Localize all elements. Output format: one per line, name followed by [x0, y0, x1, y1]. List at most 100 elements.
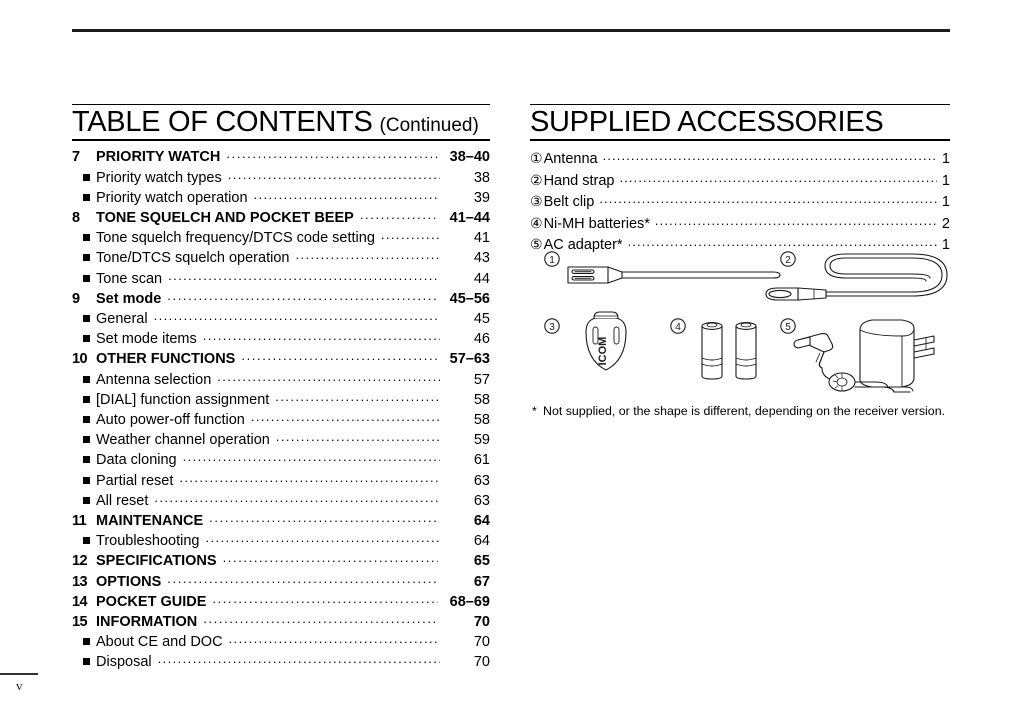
dot-leader: ........................................… — [226, 146, 438, 162]
callout-2-hand-strap: 2 — [780, 251, 796, 267]
toc-subsection-row[interactable]: Disposal................................… — [72, 651, 490, 672]
toc-bullet-cell — [72, 173, 96, 182]
toc-subsection-row[interactable]: About CE and DOC........................… — [72, 631, 490, 652]
toc-bullet-cell — [72, 254, 96, 262]
dot-leader: ........................................… — [217, 368, 440, 384]
hand-strap-figure — [765, 253, 948, 301]
footnote-text: Not supplied, or the shape is different,… — [543, 404, 946, 418]
batteries-figure — [701, 322, 757, 380]
toc-entry-page: 70 — [473, 634, 490, 651]
square-bullet-icon — [83, 638, 90, 646]
toc-entry-page: 70 — [473, 613, 490, 630]
toc-subsection-row[interactable]: Tone/DTCS squelch operation.............… — [72, 247, 490, 268]
square-bullet-icon — [83, 658, 90, 666]
toc-bullet-cell — [72, 537, 96, 545]
dot-leader: ........................................… — [154, 489, 440, 505]
square-bullet-icon — [83, 193, 90, 201]
toc-bullet-cell — [72, 395, 96, 404]
toc-entry-title: OPTIONS — [96, 573, 162, 590]
svg-text:2: 2 — [785, 255, 791, 266]
dot-leader: ........................................… — [602, 148, 937, 164]
toc-subsection-row[interactable]: Tone scan...............................… — [72, 268, 490, 289]
toc-subsection-row[interactable]: Partial reset...........................… — [72, 470, 490, 491]
toc-bullet-cell — [72, 476, 96, 485]
square-bullet-icon — [83, 395, 90, 403]
toc-subsection-row[interactable]: Antenna selection.......................… — [72, 368, 490, 390]
toc-heading: TABLE OF CONTENTS (Continued) — [72, 104, 490, 142]
toc-chapter-number: 15 — [72, 613, 88, 630]
toc-chapter-number: 12 — [72, 553, 88, 570]
dot-leader: ........................................… — [241, 348, 438, 364]
toc-subsection-row[interactable]: [DIAL] function assignment..............… — [72, 388, 490, 410]
toc-subsection-row[interactable]: Data cloning............................… — [72, 449, 490, 470]
toc-entry-page: 67 — [473, 573, 490, 590]
toc-entry-page: 58 — [473, 391, 490, 408]
toc-entry-title: MAINTENANCE — [96, 512, 204, 529]
toc-entry-page: 68–69 — [449, 593, 490, 610]
toc-bullet-cell — [72, 314, 96, 323]
toc-entry-title: INFORMATION — [96, 613, 198, 630]
toc-entry-title: Troubleshooting — [96, 533, 200, 550]
toc-subsection-row[interactable]: Troubleshooting.........................… — [72, 530, 490, 551]
toc-subsection-row[interactable]: General.................................… — [72, 308, 490, 329]
toc-entry-page: 45–56 — [449, 290, 490, 307]
callout-1-antenna: 1 — [544, 251, 560, 267]
toc-entry-page: 64 — [473, 512, 490, 529]
toc-entry-page: 61 — [473, 452, 490, 469]
dot-leader: ........................................… — [380, 227, 440, 243]
ac-adapter-figure — [793, 319, 935, 393]
square-bullet-icon — [83, 436, 90, 444]
toc-subsection-row[interactable]: Set mode items..........................… — [72, 328, 490, 349]
toc-entry-page: 38 — [473, 169, 490, 186]
square-bullet-icon — [83, 234, 90, 242]
dot-leader: ........................................… — [619, 169, 938, 185]
toc-bullet-cell — [72, 456, 96, 464]
toc-chapter-number: 10 — [72, 351, 88, 368]
dot-leader: ........................................… — [228, 631, 440, 647]
dot-leader: ........................................… — [227, 166, 440, 182]
toc-entry-title: Tone/DTCS squelch operation — [96, 250, 290, 267]
toc-entry-title: Tone squelch frequency/DTCS code setting — [96, 230, 375, 247]
toc-subsection-row[interactable]: Priority watch types....................… — [72, 166, 490, 188]
toc-entry-page: 41 — [473, 230, 490, 247]
toc-entry-page: 46 — [473, 331, 490, 348]
square-bullet-icon — [83, 496, 90, 504]
toc-chapter-number: 14 — [72, 593, 88, 610]
toc-subsection-row[interactable]: All reset...............................… — [72, 489, 490, 511]
accessory-name: Belt clip — [543, 194, 595, 211]
dot-leader: ........................................… — [167, 287, 438, 303]
toc-subsection-row[interactable]: Auto power-off function.................… — [72, 409, 490, 430]
toc-entry-title: Partial reset — [96, 472, 174, 489]
toc-entry-title: Disposal — [96, 654, 152, 671]
accessory-quantity: 1 — [941, 236, 950, 253]
accessory-name: Hand strap — [543, 172, 615, 189]
toc-subsection-row[interactable]: Priority watch operation................… — [72, 187, 490, 208]
accessory-quantity: 2 — [941, 215, 950, 232]
toc-subsection-row[interactable]: Tone squelch frequency/DTCS code setting… — [72, 227, 490, 248]
toc-entry-title: SPECIFICATIONS — [96, 553, 217, 570]
dot-leader: ........................................… — [275, 429, 440, 445]
square-bullet-icon — [83, 173, 90, 181]
folio-rule — [0, 673, 38, 675]
toc-entry-page: 63 — [473, 492, 490, 509]
callout-4-batteries: 4 — [670, 318, 686, 334]
dot-leader: ........................................… — [212, 590, 438, 606]
footnote-asterisk: * — [532, 404, 537, 418]
toc-subsection-row[interactable]: Weather channel operation...............… — [72, 429, 490, 450]
dot-leader: ........................................… — [275, 388, 440, 404]
square-bullet-icon — [83, 375, 90, 383]
